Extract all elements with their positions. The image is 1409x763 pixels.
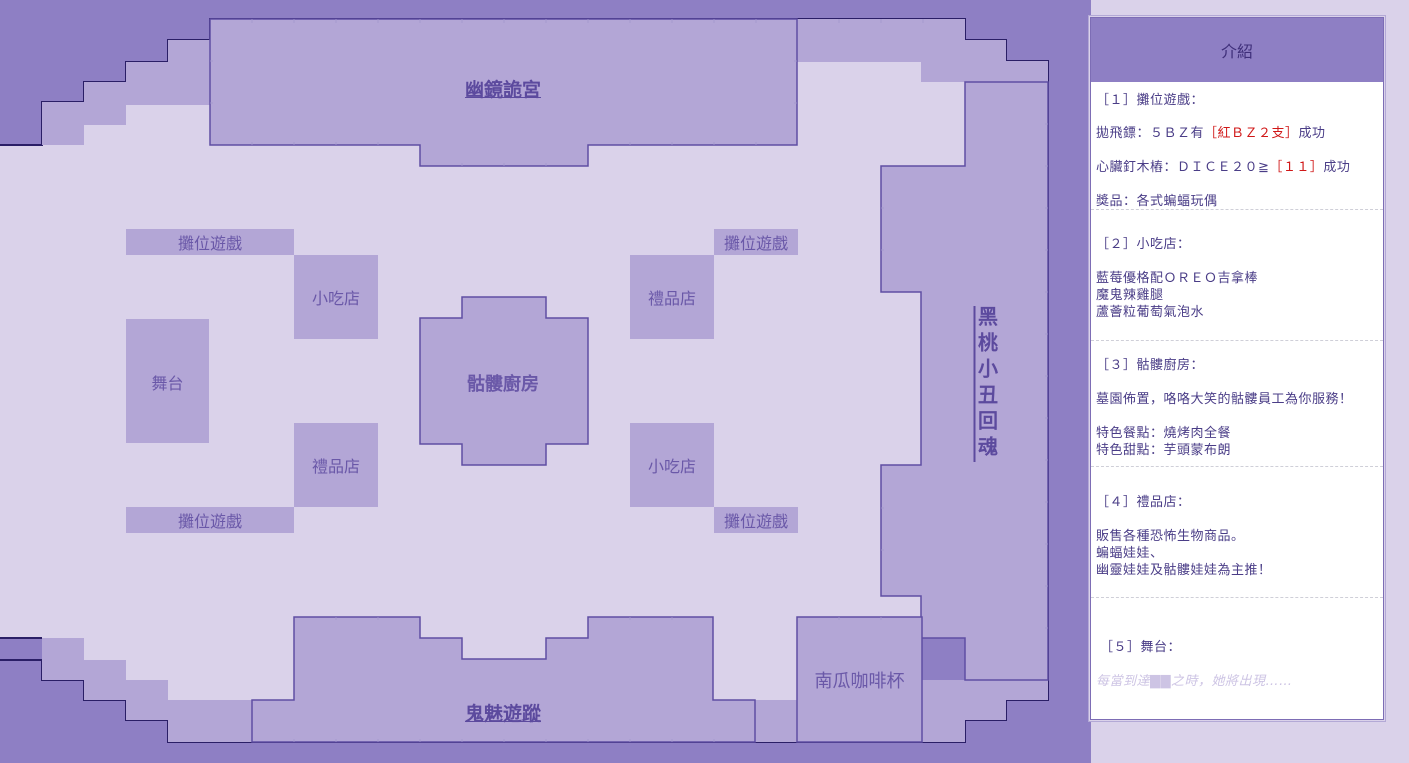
- section-3-line-1: 墓園佈置，咯咯大笑的骷髏員工為你服務！: [1096, 392, 1353, 407]
- park-map-drawing: [0, 18, 1049, 743]
- section-2-line-3: 蘆薈粒葡萄氣泡水: [1096, 305, 1205, 320]
- section-2-line-1: 藍莓優格配ＯＲＥＯ吉拿棒: [1096, 271, 1259, 286]
- dart-condition: ［紅ＢＺ２支］: [1204, 126, 1299, 141]
- section-4-heading: ［４］禮品店：: [1096, 495, 1191, 510]
- pale-band-bottom-right: [921, 680, 1048, 742]
- dart-rule: 拋飛鏢：５ＢＺ有: [1096, 126, 1205, 141]
- park-map: 幽鏡詭宮 鬼魅遊蹤 黑桃小丑回魂 骷髏廚房 舞台 南瓜咖啡杯 攤位遊戲 攤位遊戲…: [0, 0, 1091, 763]
- label-stall-tl: 攤位遊戲: [177, 234, 242, 253]
- pale-band-mid-bottom: [755, 700, 797, 742]
- section-snack: ［２］小吃店： 藍莓優格配ＯＲＥＯ吉拿棒 魔鬼辣雞腿 蘆薈粒葡萄氣泡水: [1091, 209, 1383, 341]
- zone-stall-bl[interactable]: [126, 507, 294, 533]
- label-gift-l: 禮品店: [311, 457, 360, 476]
- intro-panel-header: 介紹: [1091, 18, 1383, 82]
- section-1-heading: ［１］攤位遊戲：: [1096, 93, 1205, 108]
- label-stall-br: 攤位遊戲: [723, 512, 788, 531]
- label-snack-r: 小吃店: [647, 457, 696, 476]
- section-stage: ［５］舞台： 每當到達▇▇之時，她將出現……: [1091, 597, 1383, 720]
- section-1-line-2: 心臟釘木樁：ＤＩＣＥ２０≧［１１］成功: [1096, 156, 1350, 175]
- section-3-line-2: 特色餐點：燒烤肉全餐: [1096, 426, 1232, 441]
- section-4-line-1: 販售各種恐怖生物商品。: [1096, 529, 1245, 544]
- intro-panel[interactable]: 介紹 ［１］攤位遊戲： 拋飛鏢：５ＢＺ有［紅ＢＺ２支］成功 心臟釘木樁：ＤＩＣＥ…: [1090, 17, 1384, 720]
- zone-stage[interactable]: [126, 319, 209, 443]
- section-4-line-3: 幽靈娃娃及骷髏娃娃為主推！: [1096, 563, 1272, 578]
- stake-rule: 心臟釘木樁：ＤＩＣＥ２０≧: [1096, 160, 1270, 175]
- zone-ghost-trail[interactable]: [251, 616, 756, 743]
- zone-snack-r[interactable]: [630, 423, 714, 507]
- section-3-heading: ［３］骷髏廚房：: [1096, 358, 1205, 373]
- intro-panel-title: 介紹: [1220, 42, 1253, 61]
- section-1-line-3: 獎品：各式蝙蝠玩偶: [1096, 194, 1218, 209]
- label-stall-tr: 攤位遊戲: [723, 234, 788, 253]
- zone-pumpkin-cafe[interactable]: [796, 616, 923, 743]
- dart-result: 成功: [1298, 126, 1326, 141]
- zone-gift-l[interactable]: [294, 423, 378, 507]
- section-skull-kitchen: ［３］骷髏廚房： 墓園佈置，咯咯大笑的骷髏員工為你服務！ 特色餐點：燒烤肉全餐 …: [1091, 340, 1383, 467]
- section-2-heading: ［２］小吃店：: [1096, 237, 1191, 252]
- section-5-heading: ［５］舞台：: [1100, 640, 1182, 655]
- pale-band-left: [42, 40, 210, 145]
- stake-result: 成功: [1323, 160, 1351, 175]
- zone-stall-tr[interactable]: [714, 229, 798, 255]
- grid-ticks: [210, 19, 1048, 742]
- zone-skull-kitchen[interactable]: [419, 296, 589, 466]
- section-1-line-1: 拋飛鏢：５ＢＺ有［紅ＢＺ２支］成功: [1096, 122, 1326, 141]
- label-spade-clown[interactable]: 黑桃小丑回魂: [974, 306, 999, 462]
- section-stall-games: ［１］攤位遊戲： 拋飛鏢：５ＢＺ有［紅ＢＺ２支］成功 心臟釘木樁：ＤＩＣＥ２０≧…: [1091, 82, 1383, 209]
- label-snack-l: 小吃店: [311, 289, 360, 308]
- label-stage: 舞台: [151, 374, 184, 393]
- label-mirror-palace[interactable]: 幽鏡詭宮: [464, 78, 541, 101]
- stake-condition: ［１１］: [1269, 160, 1324, 175]
- zone-gift-r[interactable]: [630, 255, 714, 339]
- zone-snack-l[interactable]: [294, 255, 378, 339]
- label-ghost-trail[interactable]: 鬼魅遊蹤: [464, 702, 541, 725]
- pale-band-right: [797, 19, 1048, 82]
- pale-band-bottom: [42, 638, 252, 742]
- section-gift-shop: ［４］禮品店： 販售各種恐怖生物商品。 蝙蝠娃娃、 幽靈娃娃及骷髏娃娃為主推！: [1091, 466, 1383, 598]
- section-2-line-2: 魔鬼辣雞腿: [1096, 288, 1164, 303]
- section-3-line-3: 特色甜點：芋頭蒙布朗: [1096, 443, 1232, 458]
- zone-stall-tl[interactable]: [126, 229, 294, 255]
- section-5-line-1: 每當到達▇▇之時，她將出現……: [1096, 674, 1293, 689]
- label-stall-bl: 攤位遊戲: [177, 512, 242, 531]
- section-4-line-2: 蝙蝠娃娃、: [1096, 546, 1164, 561]
- label-gift-r: 禮品店: [647, 289, 696, 308]
- label-skull-kitchen: 骷髏廚房: [467, 374, 539, 395]
- zone-stall-br[interactable]: [714, 507, 798, 533]
- label-pumpkin-cafe: 南瓜咖啡杯: [814, 671, 905, 692]
